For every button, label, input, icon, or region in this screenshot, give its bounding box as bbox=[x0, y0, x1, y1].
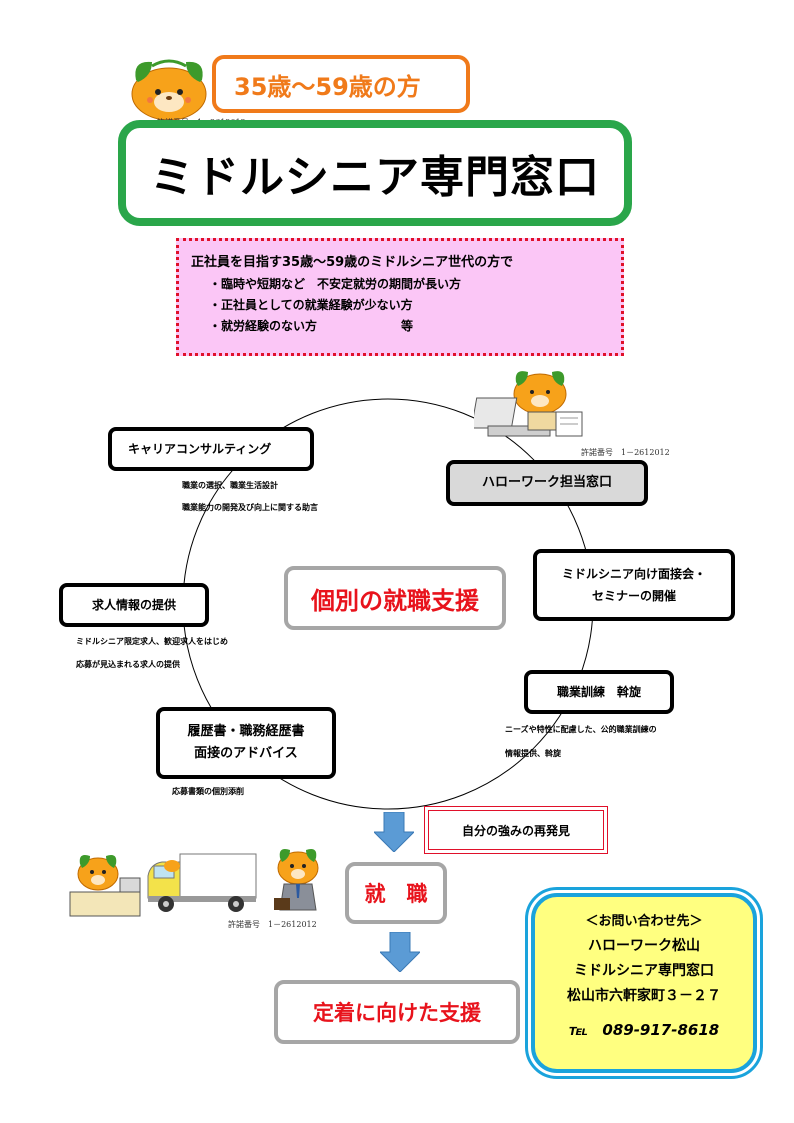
retention-support-label: 定着に向けた支援 bbox=[313, 1001, 481, 1025]
target-lead: 正社員を目指す35歳～59歳のミドルシニア世代の方で bbox=[191, 255, 514, 270]
resume-desc: 応募書類の個別添削 bbox=[172, 787, 244, 796]
resume-advice-box: 履歴書・職務経歴書 面接のアドバイス bbox=[156, 707, 336, 779]
target-audience-box: 正社員を目指す35歳～59歳のミドルシニア世代の方で ・臨時や短期など 不安定就… bbox=[176, 238, 624, 356]
contact-window: ミドルシニア専門窓口 bbox=[574, 963, 714, 979]
training-label: 職業訓練 斡旋 bbox=[556, 685, 641, 699]
employment-box: 就 職 bbox=[345, 862, 447, 924]
contact-tel: ℡ 089-917-8618 bbox=[568, 1021, 720, 1039]
training-desc: 情報提供、斡旋 bbox=[505, 749, 561, 758]
target-item: ・正社員としての就業経験が少ない方 bbox=[209, 298, 413, 312]
permit-number: 許諾番号 1－2612012 bbox=[228, 920, 317, 929]
mikyan-mascot-head bbox=[131, 59, 207, 121]
mikyan-cashier-icon bbox=[69, 855, 141, 917]
retention-support-box: 定着に向けた支援 bbox=[274, 980, 520, 1044]
individual-support-label: 個別の就職支援 bbox=[311, 586, 479, 615]
resume-label-2: 面接のアドバイス bbox=[194, 746, 298, 761]
job-info-box: 求人情報の提供 bbox=[59, 583, 209, 627]
delivery-truck-icon bbox=[147, 853, 257, 912]
training-box: 職業訓練 斡旋 bbox=[524, 670, 674, 714]
career-consulting-label: キャリアコンサルティング bbox=[128, 442, 272, 456]
seminar-label-1: ミドルシニア向け面接会・ bbox=[561, 567, 706, 581]
contact-heading: ＜お問い合わせ先＞ bbox=[585, 914, 703, 929]
permit-number: 許諾番号 1－2612012 bbox=[581, 448, 670, 457]
hellowork-window-box: ハローワーク担当窓口 bbox=[446, 460, 648, 506]
individual-support-box: 個別の就職支援 bbox=[284, 566, 506, 630]
hellowork-window-label: ハローワーク担当窓口 bbox=[481, 475, 612, 490]
target-item: ・就労経験のない方 等 bbox=[209, 319, 414, 333]
contact-box: ＜お問い合わせ先＞ ハローワーク松山 ミドルシニア専門窓口 松山市六軒家町３－２… bbox=[525, 887, 763, 1079]
employment-label: 就 職 bbox=[364, 882, 428, 906]
age-range-tag: 35歳～59歳の方 bbox=[212, 55, 470, 113]
contact-office: ハローワーク松山 bbox=[588, 938, 700, 954]
down-arrow-icon bbox=[380, 932, 420, 972]
page-title: ミドルシニア専門窓口 bbox=[118, 120, 632, 226]
contact-address: 松山市六軒家町３－２７ bbox=[567, 988, 721, 1004]
seminar-label-2: セミナーの開催 bbox=[591, 589, 676, 603]
resume-label-1: 履歴書・職務経歴書 bbox=[187, 724, 305, 739]
rediscover-strengths-box: 自分の強みの再発見 bbox=[424, 806, 608, 854]
training-desc: ニーズや特性に配慮した、公的職業訓練の bbox=[505, 725, 657, 734]
career-consulting-desc: 職業能力の開発及び向上に関する助言 bbox=[182, 503, 318, 512]
career-consulting-box: キャリアコンサルティング bbox=[108, 427, 314, 471]
rediscover-strengths-label: 自分の強みの再発見 bbox=[461, 823, 570, 838]
mikyan-at-computer-icon bbox=[474, 371, 583, 437]
mikyan-businessman-icon bbox=[274, 849, 319, 911]
job-info-label: 求人情報の提供 bbox=[91, 598, 176, 612]
career-consulting-desc: 職業の選択、職業生活設計 bbox=[182, 481, 278, 490]
target-item: ・臨時や短期など 不安定就労の期間が長い方 bbox=[209, 277, 462, 291]
seminar-box: ミドルシニア向け面接会・ セミナーの開催 bbox=[533, 549, 735, 621]
job-info-desc: 応募が見込まれる求人の提供 bbox=[76, 660, 180, 669]
job-info-desc: ミドルシニア限定求人、歓迎求人をはじめ bbox=[76, 637, 228, 646]
down-arrow-icon bbox=[374, 812, 414, 852]
